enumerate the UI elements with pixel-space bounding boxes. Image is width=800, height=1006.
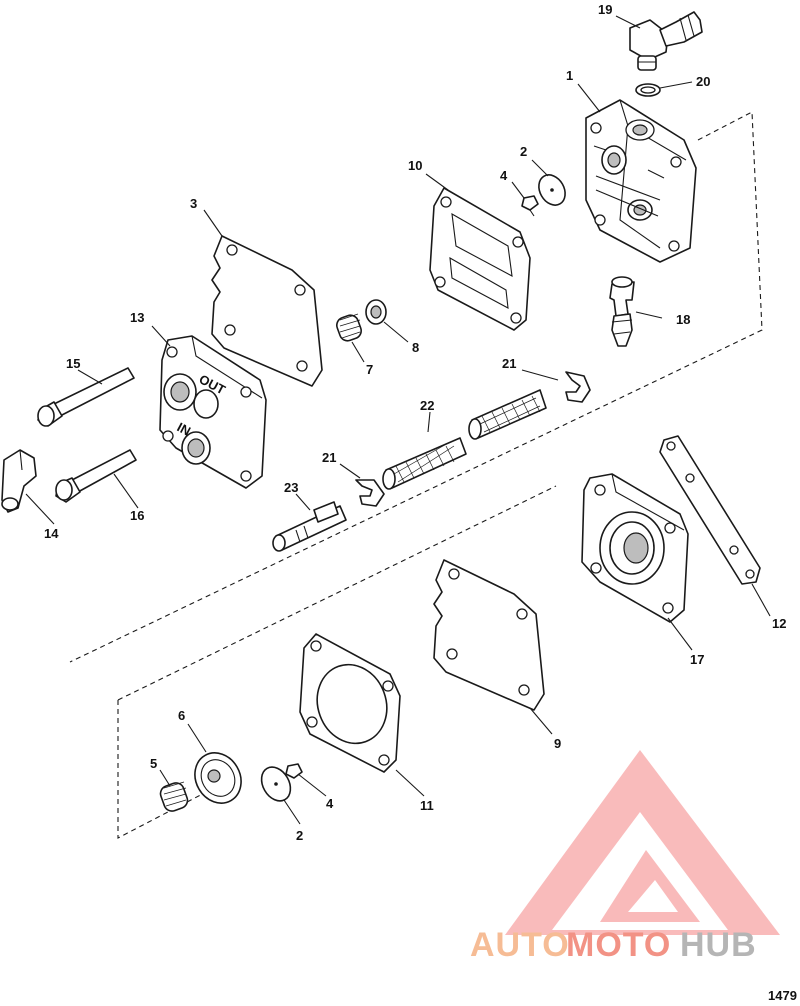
part-18-barbed-fitting — [609, 276, 635, 347]
callout-16: 16 — [130, 508, 144, 523]
callout-20: 20 — [696, 74, 710, 89]
callout-21-right: 21 — [502, 356, 516, 371]
callout-18: 18 — [676, 312, 690, 327]
callout-7: 7 — [366, 362, 373, 377]
callout-19: 19 — [598, 2, 612, 17]
part-12-strip — [659, 435, 761, 585]
part-2-disc-upper — [538, 174, 566, 206]
cover-marking-in: IN — [175, 419, 194, 438]
callout-labels: 19 20 1 2 4 10 3 18 8 7 21 13 15 22 21 2… — [44, 2, 786, 843]
figure-number: 1479 — [768, 988, 797, 1003]
callout-21-left: 21 — [322, 450, 336, 465]
part-7-spring — [336, 313, 362, 342]
watermark-triangle-inner — [552, 812, 728, 930]
part-5-spring — [159, 781, 189, 812]
leader-lines — [25, 15, 771, 825]
part-13-cover: OUT IN — [159, 335, 267, 489]
callout-17: 17 — [690, 652, 704, 667]
part-11-gasket — [299, 633, 401, 773]
part-1-pump-body — [585, 99, 697, 263]
part-3-diaphragm — [211, 235, 323, 387]
part-21-clip-left — [355, 479, 385, 507]
callout-14: 14 — [44, 526, 59, 541]
callout-4-upper: 4 — [500, 168, 508, 183]
callout-4-lower: 4 — [326, 796, 334, 811]
part-8-retainer — [365, 299, 387, 325]
callout-22: 22 — [420, 398, 434, 413]
part-10-gasket — [429, 187, 531, 331]
part-15-bolt-long — [37, 367, 135, 427]
part-22-screens — [382, 389, 547, 490]
watermark-logo: AUTO MOTO HUB — [470, 750, 780, 964]
part-2-disc-lower — [260, 766, 292, 802]
callout-2-lower: 2 — [296, 828, 303, 843]
callout-9: 9 — [554, 736, 561, 751]
callout-2-upper: 2 — [520, 144, 527, 159]
callout-10: 10 — [408, 158, 422, 173]
callout-5: 5 — [150, 756, 157, 771]
watermark-moto: MOTO — [566, 926, 671, 964]
part-17-pump-housing — [581, 473, 689, 623]
callout-13: 13 — [130, 310, 144, 325]
part-6-retainer-plate — [194, 752, 242, 804]
part-9-diaphragm — [433, 559, 545, 711]
part-21-clip-right — [565, 371, 591, 403]
part-14-elbow-left — [1, 449, 37, 513]
callout-11: 11 — [420, 798, 434, 813]
watermark-hub: HUB — [680, 926, 757, 964]
part-23-valve-stem — [272, 501, 347, 552]
callout-1: 1 — [566, 68, 573, 83]
part-20-o-ring — [635, 83, 661, 97]
callout-15: 15 — [66, 356, 80, 371]
watermark-auto: AUTO — [470, 926, 570, 964]
callout-12: 12 — [772, 616, 786, 631]
callout-3: 3 — [190, 196, 197, 211]
part-4-screw-upper — [521, 195, 539, 217]
part-16-bolt-short — [55, 449, 137, 503]
part-19-elbow-fitting — [629, 11, 703, 71]
callout-8: 8 — [412, 340, 419, 355]
callout-6: 6 — [178, 708, 185, 723]
callout-23: 23 — [284, 480, 298, 495]
